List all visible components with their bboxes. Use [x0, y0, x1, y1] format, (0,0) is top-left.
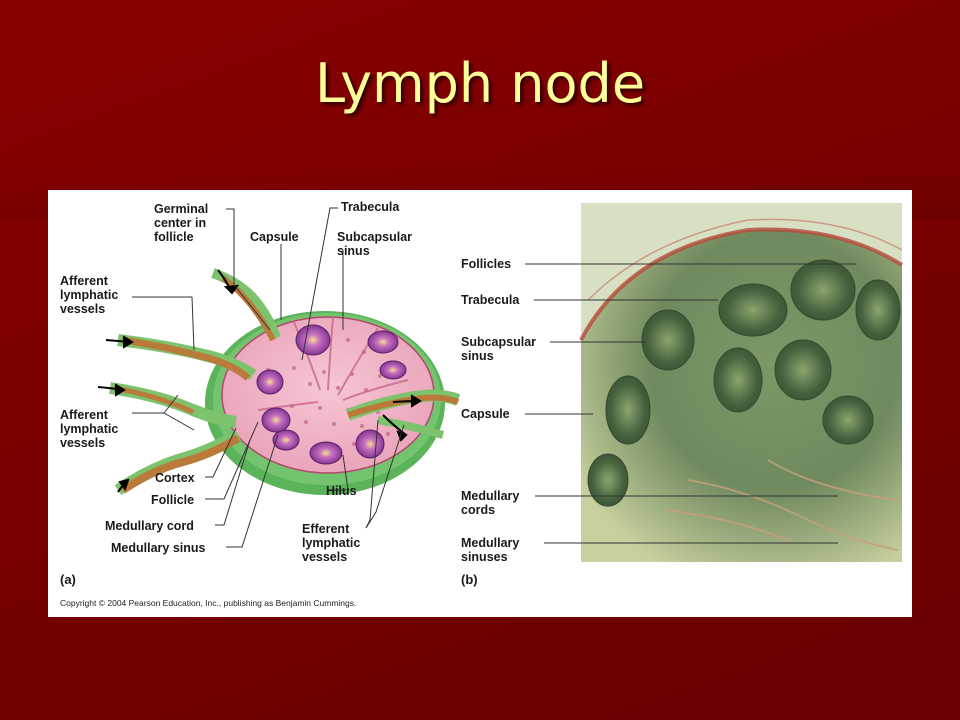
lymph-node-illustration: [97, 268, 461, 495]
label-cortex: Cortex: [155, 471, 195, 485]
slide-title: Lymph node: [314, 52, 646, 115]
label-hilus: Hilus: [326, 484, 357, 498]
label-subcapsular-sinus-b: Subcapsular sinus: [461, 335, 537, 363]
label-afferent-top: Afferent lymphatic vessels: [60, 274, 119, 316]
label-trabecula-b: Trabecula: [461, 293, 520, 307]
label-medullary-cords-b: Medullary cords: [461, 489, 520, 517]
label-trabecula-a: Trabecula: [341, 200, 400, 214]
panel-b-leader-lines: [525, 263, 856, 544]
label-medullary-sinus: Medullary sinus: [111, 541, 206, 555]
label-capsule-a: Capsule: [250, 230, 299, 244]
micrograph: [579, 203, 904, 562]
label-medullary-sinuses-b: Medullary sinuses: [461, 536, 520, 564]
figure-graphics: [97, 203, 904, 562]
label-subcapsular-sinus-a: Subcapsular sinus: [337, 230, 413, 258]
afferent-vessels-illustration: [109, 268, 281, 495]
label-efferent: Efferent lymphatic vessels: [302, 522, 361, 564]
efferent-vessels-illustration: [345, 389, 461, 439]
label-follicles-b: Follicles: [461, 257, 512, 271]
panel-b-tag: (b): [461, 572, 478, 587]
panel-a-leader-lines: [132, 207, 405, 548]
label-capsule-b: Capsule: [461, 407, 510, 421]
label-afferent-bottom: Afferent lymphatic vessels: [60, 408, 119, 450]
follicles-illustration: [256, 324, 407, 465]
label-germinal-center: Germinal center in follicle: [154, 202, 209, 244]
copyright-notice: Copyright © 2004 Pearson Education, Inc.…: [60, 598, 357, 608]
label-follicle: Follicle: [151, 493, 195, 507]
panel-a-tag: (a): [60, 572, 76, 587]
lymph-node-figure: Germinal center in follicle Capsule Trab…: [48, 190, 912, 617]
label-medullary-cord: Medullary cord: [105, 519, 194, 533]
